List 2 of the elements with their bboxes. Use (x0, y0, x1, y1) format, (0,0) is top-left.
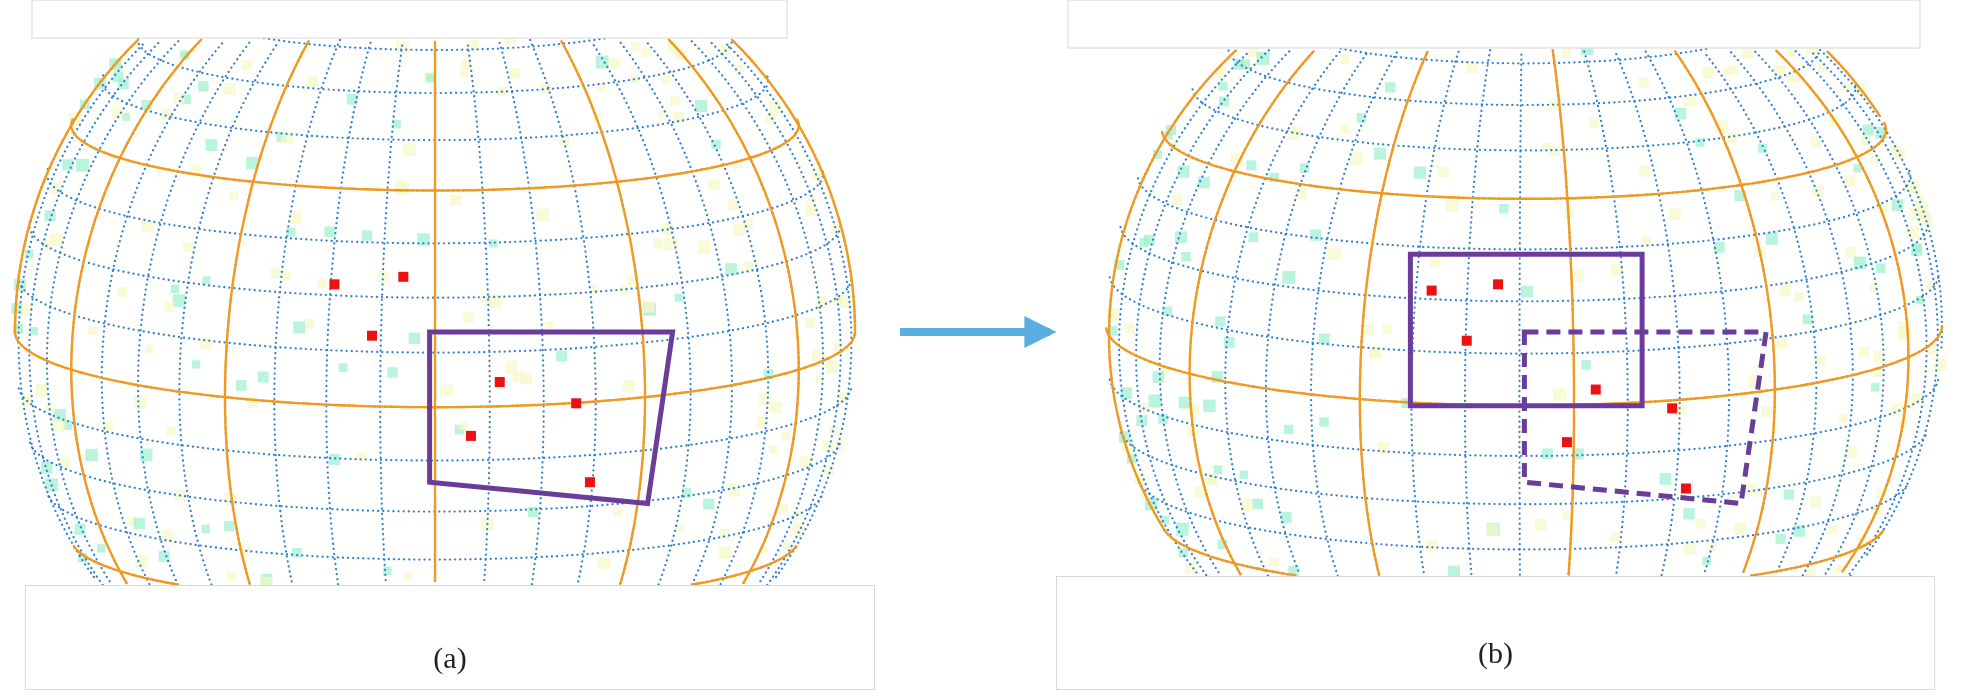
caption-label: (a) (25, 585, 875, 690)
caption-label: (b) (1056, 576, 1935, 690)
